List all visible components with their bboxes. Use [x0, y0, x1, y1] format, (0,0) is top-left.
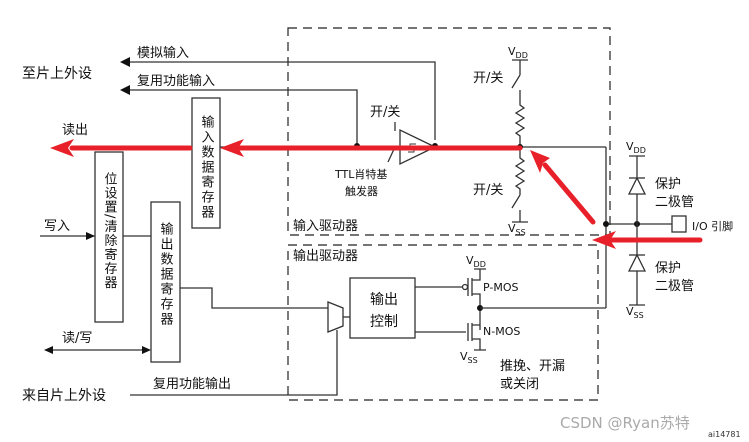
nmos-label: N-MOS [483, 325, 520, 338]
pull-up-switch-label: 开/关 [473, 71, 503, 86]
analog-input-label: 模拟输入 [137, 45, 189, 61]
output-control-label-2: 控制 [370, 314, 398, 330]
io-pin [671, 215, 687, 233]
alt-func-output-label: 复用功能输出 [153, 376, 231, 392]
protection-diode-upper [627, 176, 647, 195]
protect-diode-label-4: 二极管 [655, 279, 694, 294]
alt-func-input-line [125, 89, 358, 146]
arrow-icon [142, 346, 151, 354]
to-peripheral-label: 至片上外设 [22, 66, 92, 82]
output-driver-label: 输出驱动器 [293, 248, 358, 264]
mode-label-1: 推挽、开漏 [500, 358, 565, 374]
schmitt-label-1: TTL肖特基 [334, 167, 387, 181]
protect-diode-label-2: 二极管 [655, 195, 694, 210]
input-driver-box [287, 27, 611, 236]
vdd-label: VDD [508, 45, 528, 60]
protection-diode-lower [627, 253, 647, 272]
figure-id: ai14781 [708, 430, 741, 439]
input-driver-label: 输入驱动器 [293, 218, 358, 234]
bit-set-reset-register [94, 151, 124, 323]
alt-func-input-label: 复用功能输入 [137, 73, 215, 89]
pmos-label: P-MOS [483, 281, 519, 294]
from-peripheral-label: 来自片上外设 [22, 388, 106, 404]
mos-transistors [467, 268, 486, 351]
input-data-register-label: 输入数据寄存器 [199, 114, 215, 220]
arrow-icon [120, 57, 130, 67]
read-write-label: 读/写 [62, 331, 92, 346]
bit-set-reset-register-label: 位设置/清除寄存器 [102, 172, 118, 290]
vss-label: VSS [508, 222, 526, 237]
io-pin-label: I/O 引脚 [692, 219, 733, 233]
pull-down-resistor [511, 147, 528, 223]
schmitt-label-2: 触发器 [345, 184, 378, 198]
vss-label: VSS [626, 305, 644, 320]
output-control-label-1: 输出 [370, 292, 398, 308]
analog-input-line [125, 61, 436, 140]
write-in-label: 写入 [44, 219, 70, 234]
pull-up-resistor [511, 59, 528, 147]
output-mux [327, 301, 344, 333]
arrow-icon [120, 85, 130, 95]
input-data-register [191, 97, 221, 229]
read-out-label: 读出 [62, 123, 88, 138]
watermark: CSDN @Ryan苏特 [560, 414, 690, 432]
mode-label-2: 或关闭 [500, 377, 539, 392]
vdd-label: VDD [466, 254, 486, 269]
protect-diode-label-3: 保护 [655, 261, 681, 276]
output-driver-box [287, 244, 599, 401]
arrow-icon [44, 346, 53, 354]
vdd-label: VDD [626, 140, 646, 155]
input-path-highlight [50, 139, 703, 249]
schmitt-switch-label: 开/关 [370, 105, 400, 120]
output-data-register [150, 201, 181, 363]
protect-diode-label-1: 保护 [655, 177, 681, 192]
pull-down-switch-label: 开/关 [473, 183, 503, 198]
output-data-register-label: 输出数据寄存器 [158, 221, 174, 327]
vss-label: VSS [460, 350, 478, 365]
arrow-icon [86, 232, 95, 240]
output-control [349, 277, 416, 339]
